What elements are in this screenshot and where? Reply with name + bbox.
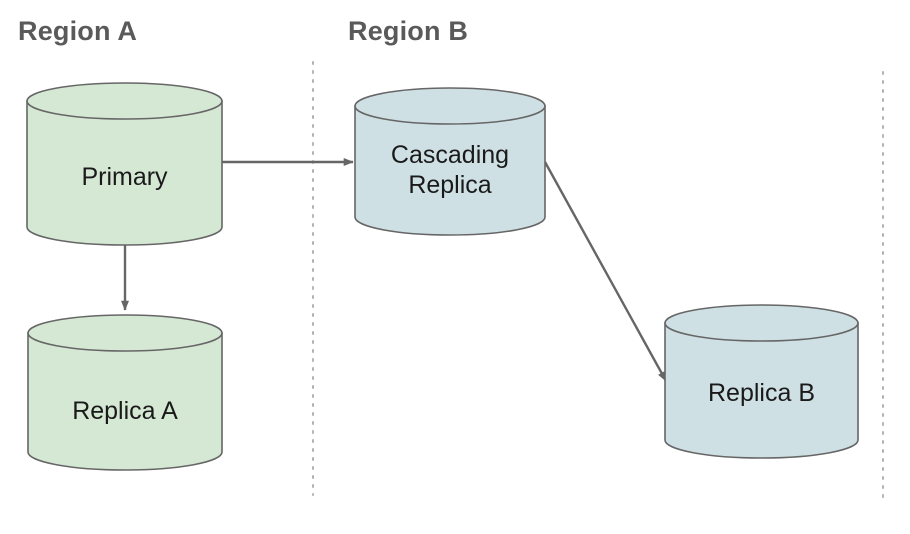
node-primary[interactable] xyxy=(26,82,223,246)
node-replica-a[interactable] xyxy=(27,314,223,471)
replica-a-cylinder-top xyxy=(27,314,223,352)
edges-layer xyxy=(121,158,668,382)
region-a-label: Region A xyxy=(18,16,138,46)
primary-cylinder-top xyxy=(26,82,223,120)
node-replica-b[interactable] xyxy=(664,304,859,459)
edge-cascading-replica-to-replica-b[interactable] xyxy=(543,161,668,382)
region-dividers xyxy=(312,61,884,501)
cascading-replica-cylinder-top xyxy=(354,87,546,125)
replica-b-cylinder-top xyxy=(664,304,859,342)
cascading-replica-cylinder-body xyxy=(354,105,546,236)
primary-cylinder-body xyxy=(26,100,223,246)
replica-b-cylinder-body xyxy=(664,322,859,459)
region-b-label: Region B xyxy=(348,16,469,46)
node-cascading-replica[interactable] xyxy=(354,87,546,236)
replica-a-cylinder-body xyxy=(27,332,223,471)
